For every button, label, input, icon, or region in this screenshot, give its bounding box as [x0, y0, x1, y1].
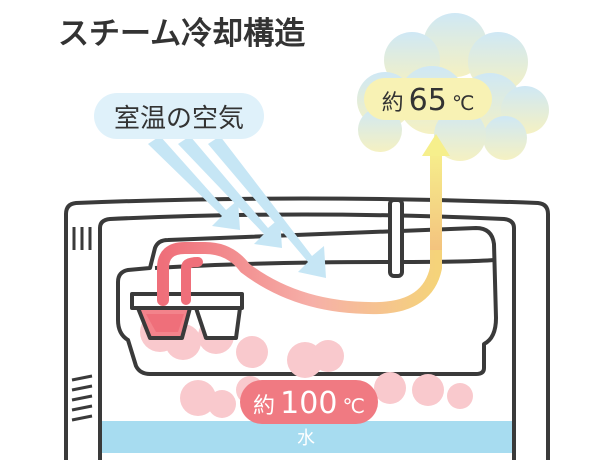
page-title: スチーム冷却構造 — [58, 16, 306, 52]
svg-text:約 65 ℃: 約 65 ℃ — [382, 83, 475, 118]
water-area — [102, 421, 512, 453]
appliance-body — [64, 196, 550, 460]
steam-pipe — [157, 154, 442, 315]
boil-temp-prefix: 約 — [253, 394, 275, 419]
steam-temp-prefix: 約 — [382, 91, 404, 116]
water-label: 水 — [297, 428, 315, 449]
steam-temp-badge: 約 65 ℃ — [364, 78, 492, 120]
svg-text:約 100 ℃: 約 100 ℃ — [253, 386, 365, 421]
boil-temp-badge: 約 100 ℃ — [240, 380, 378, 424]
boil-temp-value: 100 — [280, 386, 337, 421]
vent-lines — [71, 227, 93, 422]
room-air-label: 室温の空気 — [114, 104, 244, 134]
steam-rise-arrow — [422, 134, 450, 250]
room-air-arrows — [148, 136, 326, 278]
steam-temp-unit: ℃ — [452, 91, 474, 115]
steam-temp-value: 65 — [409, 83, 447, 118]
boil-temp-unit: ℃ — [343, 394, 365, 418]
room-air-label-box: 室温の空気 — [94, 93, 264, 139]
